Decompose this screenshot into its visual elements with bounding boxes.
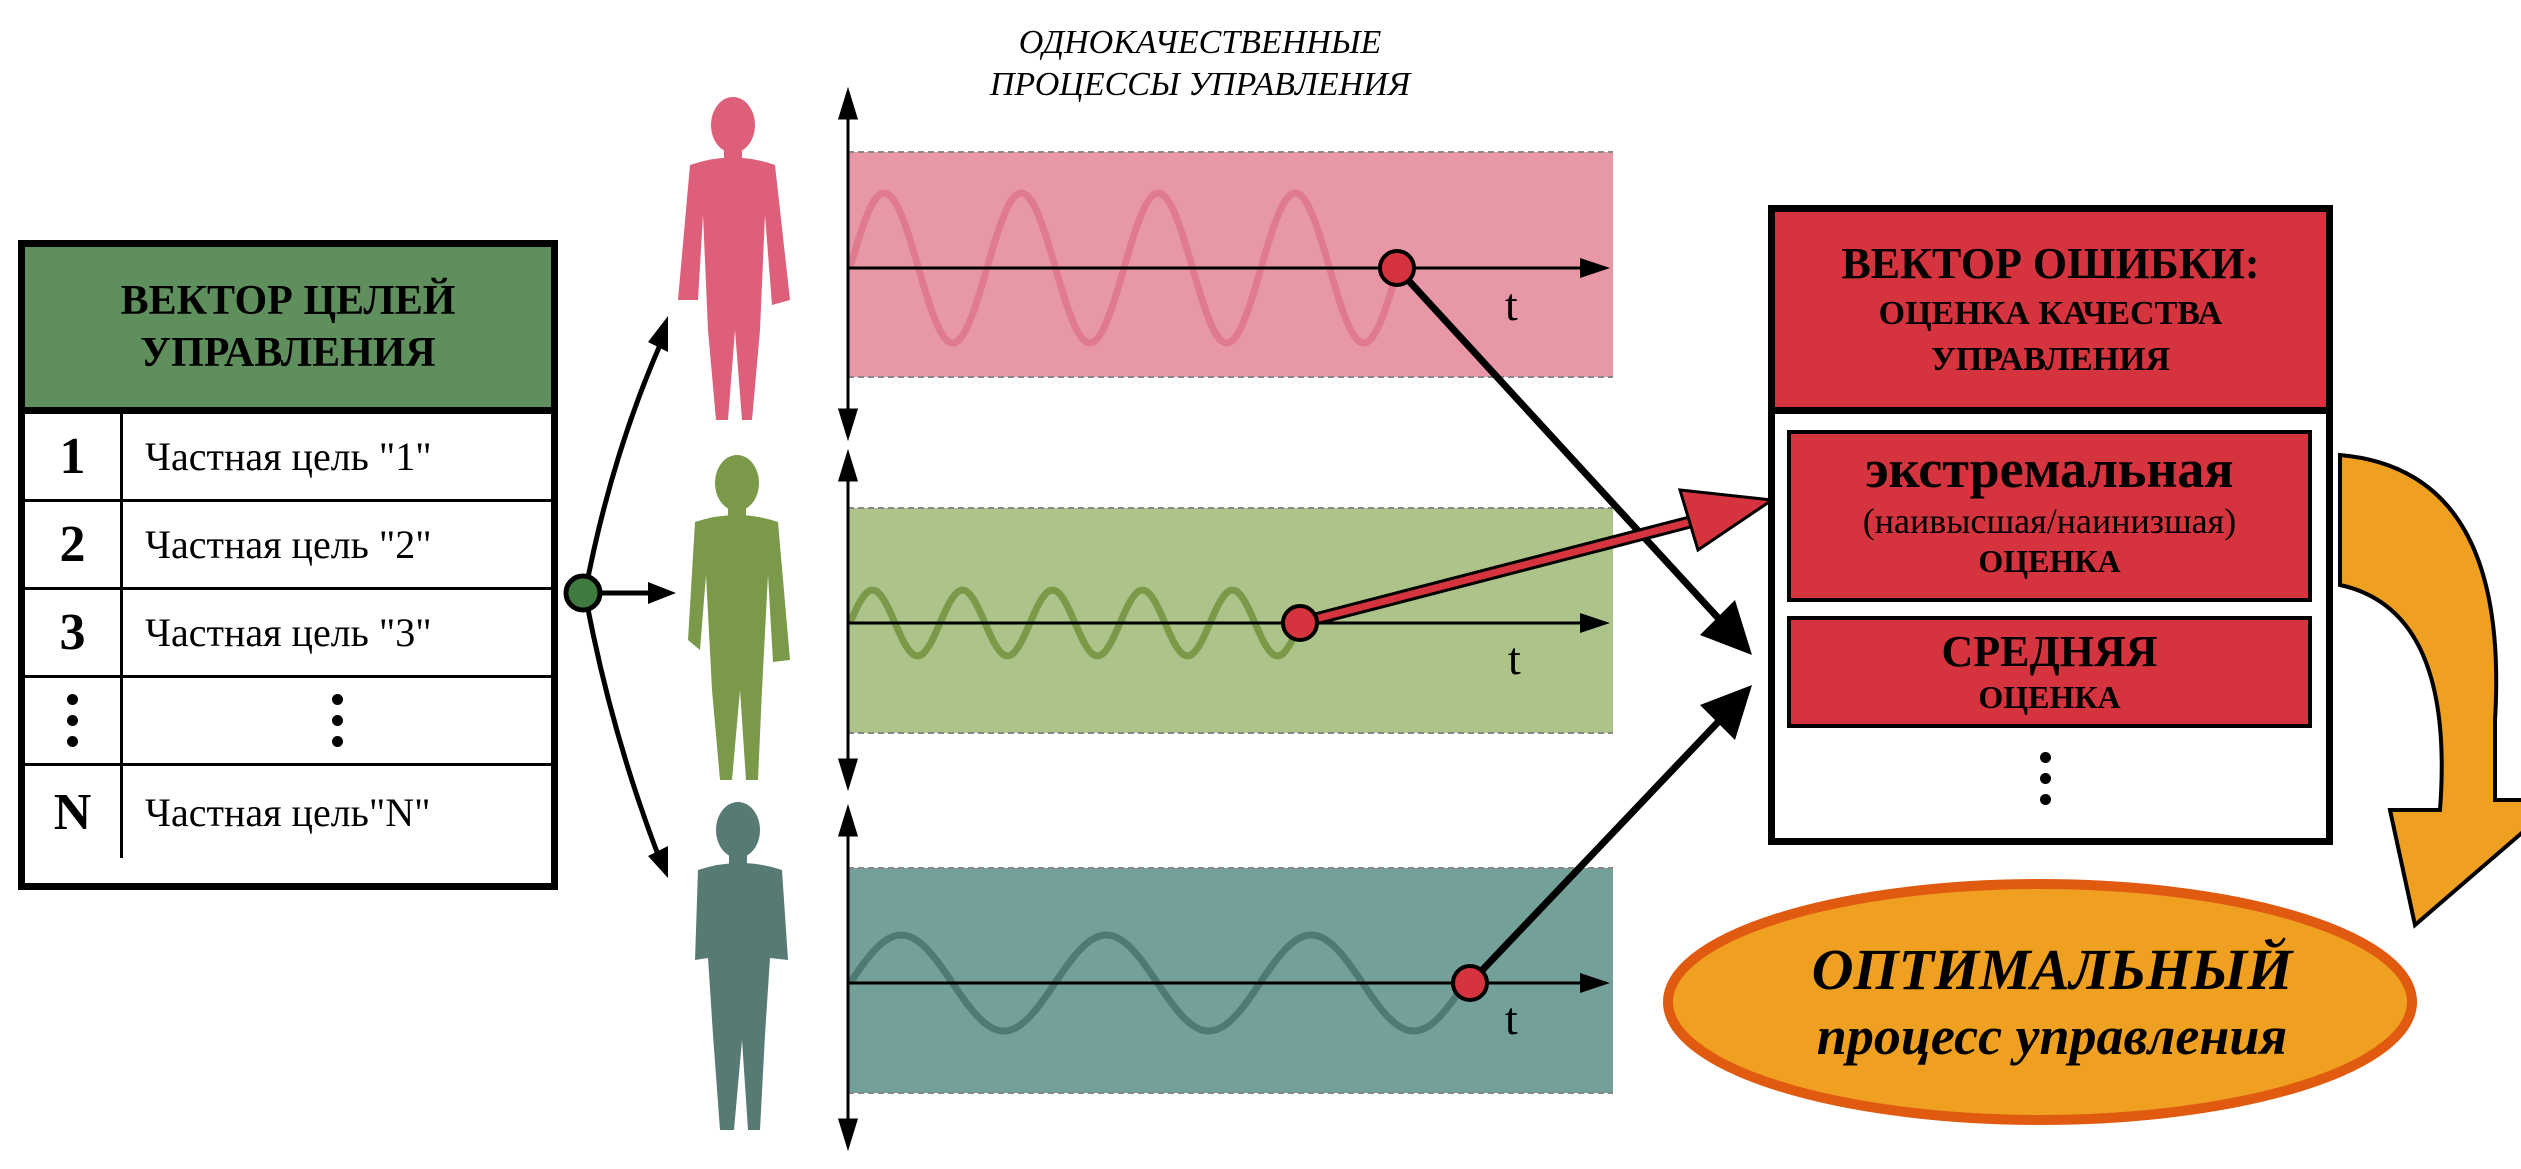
goals-row: N Частная цель"N" [25,766,551,858]
band-3 [848,868,1613,1093]
error-subtitle-line2: УПРАВЛЕНИЯ [1930,340,2171,378]
goals-row: 1 Частная цель "1" [25,414,551,502]
point-1 [1378,249,1416,287]
fan-node [563,573,603,613]
axis-time-1 [848,258,1610,278]
error-item-extreme-label: ОЦЕНКА [1978,543,2121,579]
goals-table: ВЕКТОР ЦЕЛЕЙ УПРАВЛЕНИЯ 1 Частная цель "… [18,240,558,890]
person-silhouette-1-icon [678,97,790,420]
fan-arrowhead-mid [648,582,676,604]
time-label-1: t [1505,279,1518,330]
person-silhouette-2-icon [688,455,790,780]
goals-row-text: Частная цель "1" [145,434,432,479]
goals-title-line2: УПРАВЛЕНИЯ [140,330,436,376]
optimal-ellipse [1663,879,2417,1125]
error-vector-header: ВЕКТОР ОШИБКИ: ОЦЕНКА КАЧЕСТВА УПРАВЛЕНИ… [1775,212,2326,414]
axis-time-2 [848,613,1610,633]
goals-row-text: Частная цель "3" [145,610,432,655]
axis-vertical-1 [837,86,859,442]
optimal-line1: ОПТИМАЛЬНЫЙ [1811,937,2293,1002]
fan-arrowhead-up [648,316,668,352]
arrow-process3-to-error [1467,717,1723,986]
error-item-extreme: экстремальная (наивысшая/наинизшая) ОЦЕН… [1787,430,2312,602]
fan-arrowhead-down [648,846,668,878]
curved-arrow-to-optimal [2338,452,2521,929]
error-subtitle-line1: ОЦЕНКА КАЧЕСТВА [1878,294,2223,332]
goals-row-number: 2 [25,502,123,587]
arrow-process1-to-error [1394,265,1723,623]
point-3 [1451,964,1489,1002]
goals-row: 3 Частная цель "3" [25,590,551,678]
time-label-3: t [1505,993,1518,1044]
goals-row: 2 Частная цель "2" [25,502,551,590]
error-vector-box: ВЕКТОР ОШИБКИ: ОЦЕНКА КАЧЕСТВА УПРАВЛЕНИ… [1768,205,2333,845]
goals-row-text: Частная цель "2" [145,522,432,567]
person-silhouette-3-icon [695,802,788,1130]
goals-row-number: 1 [25,414,123,499]
point-2 [1281,604,1319,642]
vertical-ellipsis-icon [25,678,123,763]
vertical-ellipsis-icon [123,678,551,763]
error-title: ВЕКТОР ОШИБКИ: [1841,238,2260,288]
error-item-average-title: СРЕДНЯЯ [1941,627,2158,676]
goals-title-line1: ВЕКТОР ЦЕЛЕЙ [120,278,456,324]
optimal-process: ОПТИМАЛЬНЫЙ процесс управления [1672,882,2432,1122]
goals-row-number: N [25,766,123,858]
error-item-extreme-note: (наивысшая/наинизшая) [1862,501,2237,541]
goals-row-number: 3 [25,590,123,675]
wave-1 [846,189,1400,347]
error-item-extreme-title: экстремальная [1865,439,2234,499]
band-2 [848,508,1613,733]
vertical-ellipsis-icon [2040,752,2051,805]
optimal-line2: процесс управления [1816,1006,2288,1066]
time-label-2: t [1508,633,1521,684]
error-item-average: СРЕДНЯЯ ОЦЕНКА [1787,616,2312,728]
goals-row-text: Частная цель"N" [145,789,431,835]
arrow-process2-to-error [1299,518,1691,627]
error-item-average-label: ОЦЕНКА [1978,679,2121,715]
caption-line1: ОДНОКАЧЕСТВЕННЫЕ [1018,24,1382,61]
caption-line2: ПРОЦЕССЫ УПРАВЛЕНИЯ [989,66,1411,103]
axis-vertical-3 [837,803,859,1152]
axis-vertical-2 [837,448,859,792]
goals-table-header: ВЕКТОР ЦЕЛЕЙ УПРАВЛЕНИЯ [25,247,551,414]
goals-row-ellipsis [25,678,551,766]
top-caption: ОДНОКАЧЕСТВЕННЫЕ ПРОЦЕССЫ УПРАВЛЕНИЯ [920,22,1480,106]
